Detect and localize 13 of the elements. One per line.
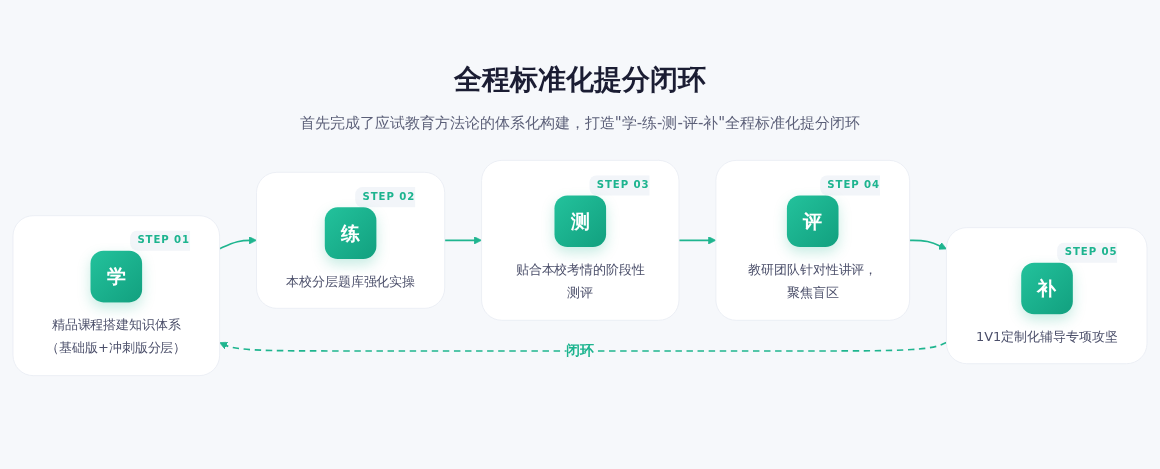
arrow bbox=[219, 341, 948, 352]
title: 全程标准化提分闭环 bbox=[454, 62, 706, 98]
node-box: STEP 04 评 教研团队针对性讲评，聚焦盲区 bbox=[715, 159, 911, 321]
arrow bbox=[678, 236, 717, 245]
node-box: STEP 02 练 本校分层题库强化实操 bbox=[256, 171, 446, 309]
subtitle: 首先完成了应试教育方法论的体系化构建，打造"学-练-测-评-补"全程标准化提分闭环 bbox=[299, 113, 861, 135]
arrow bbox=[443, 236, 482, 245]
arrow bbox=[218, 236, 257, 250]
node-box: STEP 01 学 精品课程搭建知识体系（基础版+冲刺版分层） bbox=[12, 215, 221, 376]
arrow bbox=[908, 239, 947, 250]
node-box: STEP 03 测 贴合本校考情的阶段性测评 bbox=[481, 159, 680, 321]
edge-label: 闭环 bbox=[566, 342, 595, 359]
node-box: STEP 05 补 1V1定制化辅导专项攻坚 bbox=[946, 227, 1148, 365]
